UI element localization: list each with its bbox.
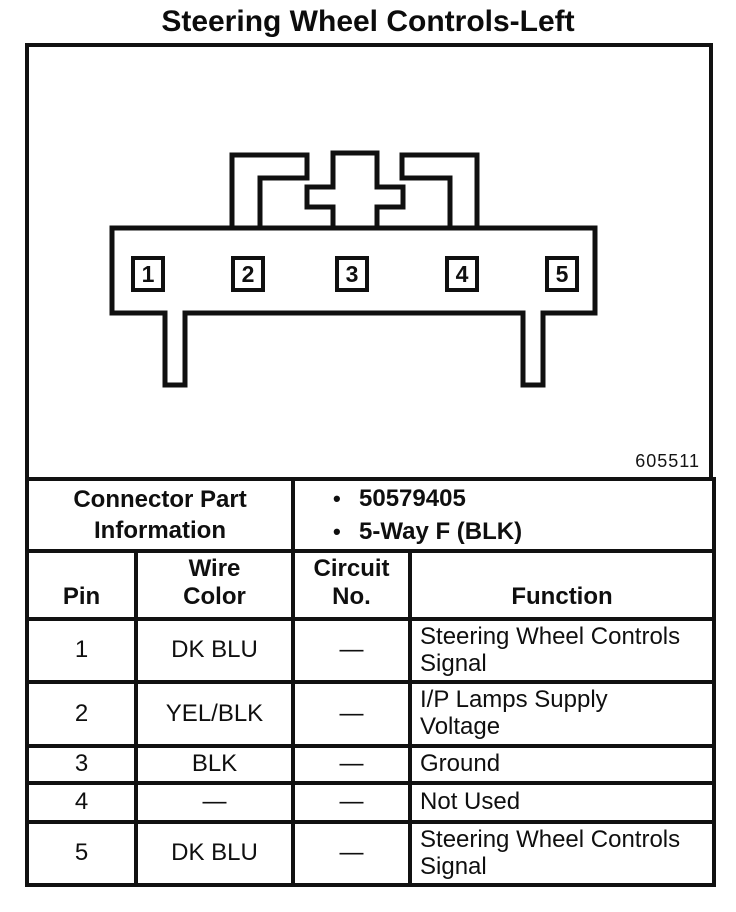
wire-color-cell: DK BLU	[133, 617, 296, 685]
pinout-table: Connector Part Information • 50579405 • …	[24, 476, 717, 888]
key-tab-left	[229, 152, 310, 231]
page-title: Steering Wheel Controls-Left	[161, 5, 575, 38]
header-row: Pin Wire Color Circuit No. Function	[25, 549, 717, 622]
pin-4-marker	[445, 256, 479, 292]
pin-cell: 1	[25, 617, 138, 685]
header-function: Function	[408, 549, 717, 622]
function-cell: Ground	[408, 744, 717, 786]
header-circuit-no: Circuit No.	[291, 549, 413, 622]
circuit-no-cell: —	[291, 617, 413, 685]
function-cell: Steering Wheel Controls Signal	[408, 617, 717, 685]
pin-cell: 5	[25, 820, 138, 888]
wire-color-cell: BLK	[133, 744, 296, 786]
connector-type-text: 5-Way F (BLK)	[359, 518, 523, 546]
connector-drawing: 1 2 3 4 5	[109, 150, 598, 388]
connector-type-item: • 5-Way F (BLK)	[333, 515, 710, 547]
pin-cell: 3	[25, 744, 138, 786]
connector-diagram-box: 1 2 3 4 5 605511	[25, 43, 713, 481]
pin-cell: 2	[25, 680, 138, 749]
header-pin: Pin	[25, 549, 138, 622]
part-number-item: • 50579405	[333, 483, 710, 515]
table-row: 2 YEL/BLK — I/P Lamps Supply Voltage	[25, 680, 717, 749]
bullet-icon: •	[333, 519, 341, 545]
figure-number: 605511	[635, 451, 700, 471]
connector-part-info-label: Connector Part Information	[24, 476, 296, 554]
header-wire-color: Wire Color	[133, 549, 296, 622]
connector-body-outline	[109, 225, 598, 388]
pin-5-label: 5	[556, 261, 569, 287]
circuit-no-cell: —	[291, 744, 413, 786]
pin-2-label: 2	[242, 261, 255, 287]
connector-part-info-row: Connector Part Information • 50579405 • …	[24, 476, 717, 554]
pin-4-label: 4	[456, 261, 469, 287]
function-cell: Steering Wheel Controls Signal	[408, 820, 717, 888]
table-row: 1 DK BLU — Steering Wheel Controls Signa…	[25, 617, 717, 685]
pin-1-marker	[131, 256, 165, 292]
pin-3-marker	[335, 256, 369, 292]
table-row: 4 — — Not Used	[25, 781, 717, 825]
pin-5-marker	[545, 256, 579, 292]
key-tab-center	[304, 150, 406, 231]
function-cell: I/P Lamps Supply Voltage	[408, 680, 717, 749]
circuit-no-cell: —	[291, 820, 413, 888]
pin-cell: 4	[25, 781, 138, 825]
key-tab-right	[399, 152, 480, 231]
pin-3-label: 3	[346, 261, 359, 287]
connector-part-info-values: • 50579405 • 5-Way F (BLK)	[291, 476, 717, 554]
function-cell: Not Used	[408, 781, 717, 825]
pin-2-marker	[231, 256, 265, 292]
wire-color-cell: —	[133, 781, 296, 825]
bullet-icon: •	[333, 486, 341, 511]
wire-color-cell: DK BLU	[133, 820, 296, 888]
circuit-no-cell: —	[291, 781, 413, 825]
circuit-no-cell: —	[291, 680, 413, 749]
part-number-text: 50579405	[359, 485, 466, 512]
table-row: 5 DK BLU — Steering Wheel Controls Signa…	[25, 820, 717, 888]
table-row: 3 BLK — Ground	[25, 744, 717, 786]
wire-color-cell: YEL/BLK	[133, 680, 296, 749]
pin-1-label: 1	[142, 261, 155, 287]
